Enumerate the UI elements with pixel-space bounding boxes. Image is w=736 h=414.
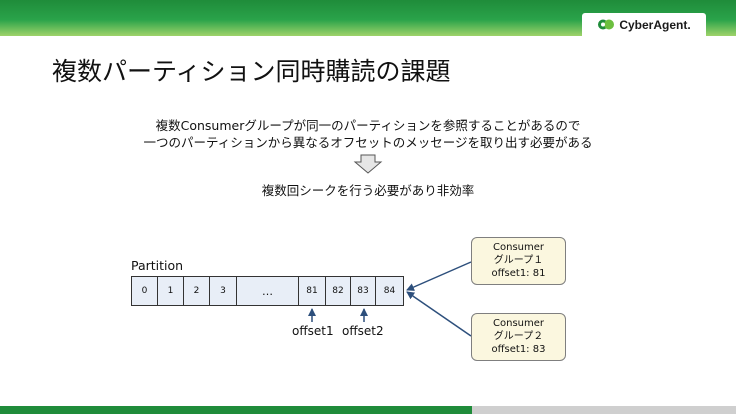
bottom-bar bbox=[0, 406, 736, 414]
partition-cell-0: 0 bbox=[132, 277, 158, 305]
offset1-label: offset1 bbox=[292, 324, 334, 338]
description-line-2: 一つのパーティションから異なるオフセットのメッセージを取り出す必要がある bbox=[143, 135, 593, 150]
bottom-bar-green bbox=[0, 406, 472, 414]
group1-arrow bbox=[406, 261, 472, 291]
partition-cell-83: 83 bbox=[351, 277, 376, 305]
consumer-group-2-box: Consumer グループ２ offset1: 83 bbox=[471, 313, 566, 361]
group1-offset: offset1: 81 bbox=[491, 268, 546, 279]
partition-cell-1: 1 bbox=[158, 277, 184, 305]
group2-title: Consumer bbox=[493, 318, 544, 329]
consumer-group-1-box: Consumer グループ１ offset1: 81 bbox=[471, 237, 566, 285]
down-arrow-icon bbox=[353, 154, 383, 174]
partition-label: Partition bbox=[131, 258, 184, 273]
bottom-bar-gray bbox=[472, 406, 736, 414]
partition-cell-3: 3 bbox=[210, 277, 237, 305]
group2-arrow bbox=[406, 291, 472, 337]
conclusion-text: 複数回シークを行う必要があり非効率 bbox=[261, 183, 475, 198]
cyberagent-logo-icon bbox=[598, 19, 615, 30]
partition-cells: 0 1 2 3 … 81 82 83 84 bbox=[131, 276, 404, 306]
brand-logo: CyberAgent. bbox=[582, 13, 706, 36]
partition-cell-ellipsis: … bbox=[237, 277, 299, 305]
brand-name: CyberAgent. bbox=[619, 17, 691, 32]
partition-cell-82: 82 bbox=[326, 277, 351, 305]
partition-cell-81: 81 bbox=[299, 277, 326, 305]
slide-title: 複数パーティション同時購読の課題 bbox=[52, 57, 451, 86]
offset2-label: offset2 bbox=[342, 324, 384, 338]
group1-title: Consumer bbox=[493, 242, 544, 253]
group1-name: グループ１ bbox=[493, 255, 544, 266]
group2-name: グループ２ bbox=[493, 331, 544, 342]
description-line-1: 複数Consumerグループが同一のパーティションを参照することがあるので bbox=[155, 118, 581, 133]
group2-offset: offset1: 83 bbox=[491, 344, 546, 355]
partition-cell-84: 84 bbox=[383, 286, 396, 296]
partition-cell-2: 2 bbox=[184, 277, 210, 305]
